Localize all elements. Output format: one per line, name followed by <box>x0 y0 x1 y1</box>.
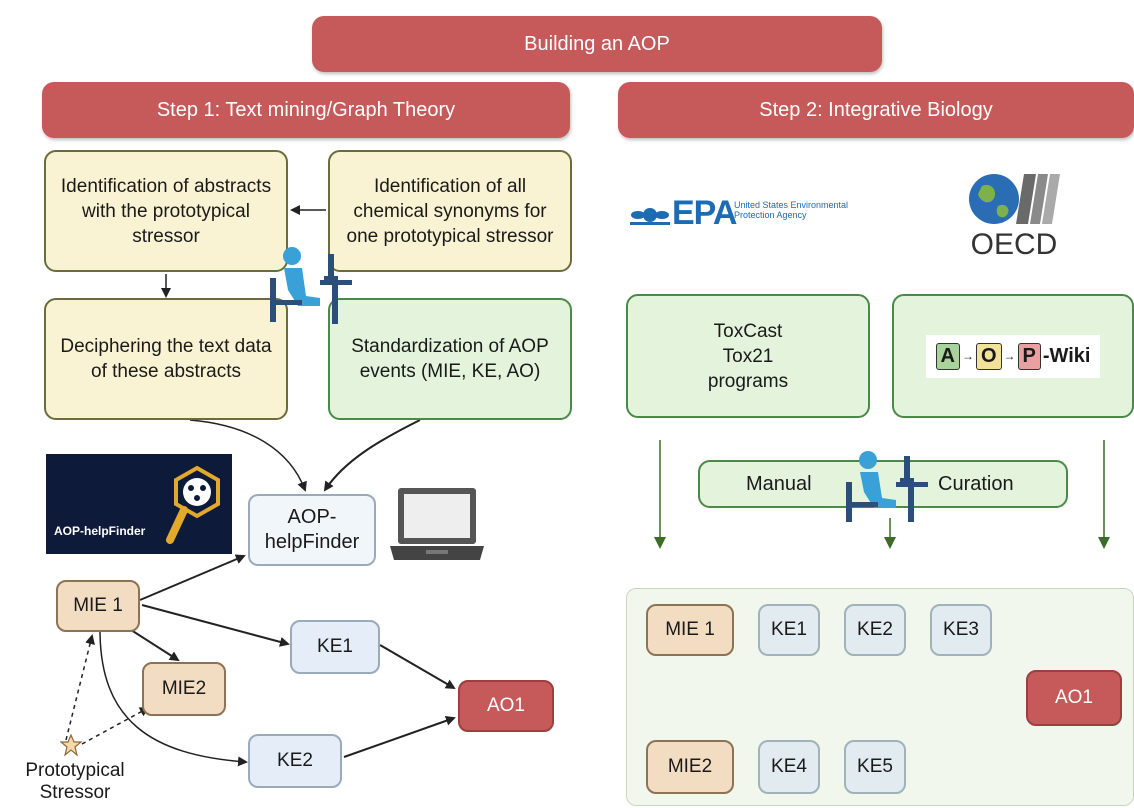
laptop-icon <box>390 488 484 560</box>
step2-ke2-node: KE2 <box>844 604 906 656</box>
synonyms-box: Identification of all chemical synonyms … <box>328 150 572 272</box>
step1-ke2-node: KE2 <box>248 734 342 788</box>
step1-mie2-label: MIE2 <box>161 678 207 699</box>
toxcast-box: ToxCast Tox21 programs <box>626 294 870 418</box>
step2-ke1-node: KE1 <box>758 604 820 656</box>
aop-wiki-logo: A → O → P -Wiki <box>925 334 1101 378</box>
step1-ao1-label: AO1 <box>486 695 526 716</box>
step2-ke4-label: KE4 <box>771 756 807 777</box>
step2-mie1-node: MIE 1 <box>646 604 734 656</box>
step2-mie2-label: MIE2 <box>667 756 713 777</box>
abstracts-box: Identification of abstracts with the pro… <box>44 150 288 272</box>
aop-wiki-p: P <box>1017 342 1041 370</box>
step1-ke1-label: KE1 <box>317 636 353 657</box>
step2-ke5-label: KE5 <box>857 756 893 777</box>
step2-ao1-node: AO1 <box>1026 670 1122 726</box>
abstracts-text: Identification of abstracts with the pro… <box>60 175 272 247</box>
aop-wiki-box: A → O → P -Wiki <box>892 294 1134 418</box>
oecd-wordmark: OECD <box>970 228 1058 261</box>
epa-logo: EPA United States Environmental Protecti… <box>630 194 870 236</box>
standardization-box: Standardization of AOP events (MIE, KE, … <box>328 298 572 420</box>
synonyms-text: Identification of all chemical synonyms … <box>346 175 554 247</box>
aop-helpfinder-tool-label: AOP-helpFinder <box>264 506 360 553</box>
step2-ke3-label: KE3 <box>943 619 979 640</box>
step1-mie1-node: MIE 1 <box>56 580 140 632</box>
person-at-computer-icon <box>846 451 928 522</box>
epa-wordmark: EPA <box>672 194 737 232</box>
aop-wiki-dash2: → <box>1003 348 1016 363</box>
curation-label: Curation <box>938 473 1014 495</box>
star-icon <box>60 734 82 756</box>
step2-ke5-node: KE5 <box>844 740 906 794</box>
epa-flower-icon <box>630 208 670 225</box>
step2-ke3-node: KE3 <box>930 604 992 656</box>
step2-ke2-label: KE2 <box>857 619 893 640</box>
deciphering-text: Deciphering the text data of these abstr… <box>60 336 272 382</box>
step1-ke1-node: KE1 <box>290 620 380 674</box>
aop-wiki-o: O <box>975 342 1002 370</box>
step2-header: Step 2: Integrative Biology <box>618 82 1134 138</box>
aop-helpfinder-logo: AOP-helpFinder <box>46 454 232 554</box>
aop-helpfinder-tool-box: AOP-helpFinder <box>248 494 376 566</box>
manual-label: Manual <box>746 473 812 495</box>
step2-mie2-node: MIE2 <box>646 740 734 794</box>
deciphering-box: Deciphering the text data of these abstr… <box>44 298 288 420</box>
prototypical-stressor-label: Prototypical Stressor <box>25 760 125 803</box>
main-title: Building an AOP <box>524 32 670 55</box>
step1-mie2-node: MIE2 <box>142 662 226 716</box>
globe-icon <box>969 174 1060 224</box>
oecd-logo: OECD <box>962 172 1066 264</box>
step1-mie1-label: MIE 1 <box>73 595 123 616</box>
step1-title: Step 1: Text mining/Graph Theory <box>156 98 456 121</box>
step1-ao1-node: AO1 <box>458 680 554 732</box>
aop-wiki-suffix: -Wiki <box>1042 344 1091 367</box>
step1-header: Step 1: Text mining/Graph Theory <box>42 82 570 138</box>
step2-ke4-node: KE4 <box>758 740 820 794</box>
epa-subtext: United States Environmental Protection A… <box>734 200 849 220</box>
step1-ke2-label: KE2 <box>277 750 313 771</box>
main-title-banner: Building an AOP <box>312 16 882 72</box>
step2-ke1-label: KE1 <box>771 619 807 640</box>
step2-ao1-label: AO1 <box>1054 687 1094 708</box>
aop-helpfinder-logo-text: AOP-helpFinder <box>54 524 146 538</box>
step2-mie1-label: MIE 1 <box>665 619 715 640</box>
step2-title: Step 2: Integrative Biology <box>759 98 993 121</box>
aop-wiki-a: A <box>935 342 960 370</box>
standardization-text: Standardization of AOP events (MIE, KE, … <box>351 336 549 382</box>
person-at-computer-icon <box>270 247 352 324</box>
toxcast-text: ToxCast Tox21 programs <box>707 320 789 392</box>
aop-wiki-dash1: → <box>961 348 974 363</box>
magnifier-network-icon <box>166 465 220 544</box>
